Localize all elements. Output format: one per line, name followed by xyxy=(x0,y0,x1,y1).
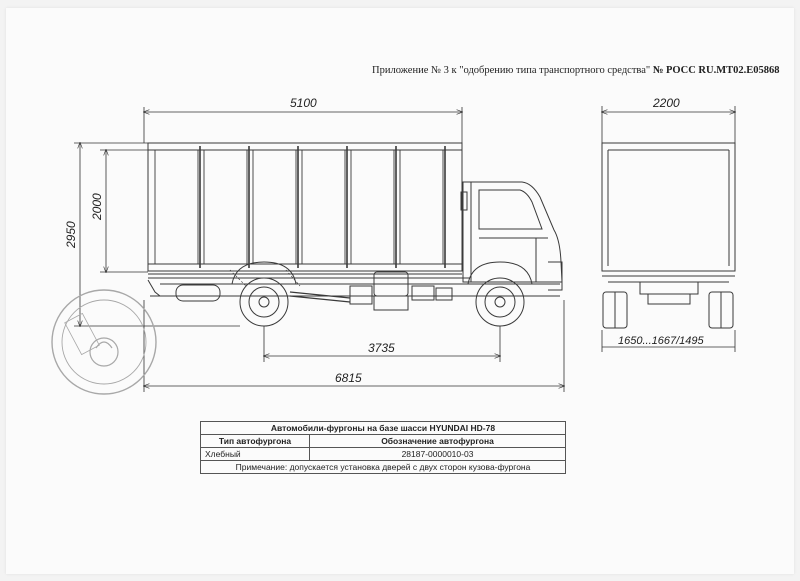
approval-header: Приложение № 3 к "одобрению типа транспо… xyxy=(372,65,780,76)
paper-inner xyxy=(6,8,794,574)
approval-number: № РОСС RU.MT02.E05868 xyxy=(652,65,780,76)
vehicle-spec-table: Автомобили-фургоны на базе шасси HYUNDAI… xyxy=(200,421,566,474)
front-wheel xyxy=(467,261,533,327)
truck-side-view xyxy=(147,142,563,327)
dim-wheelbase: 3735 xyxy=(368,341,395,355)
table-header-type: Тип автофургона xyxy=(200,434,310,448)
table-cell-code: 28187-0000010-03 xyxy=(309,447,566,461)
approval-header-prefix: Приложение № 3 к "одобрению типа транспо… xyxy=(372,65,651,76)
table-header-code: Обозначение автофургона xyxy=(309,434,566,448)
dim-track: 1650...1667/1495 xyxy=(618,335,705,347)
dim-body-height: 2000 xyxy=(90,193,104,221)
dim-total-length: 6815 xyxy=(335,371,362,385)
rear-van-body xyxy=(601,142,736,272)
van-panels xyxy=(154,146,446,268)
dim-width: 2200 xyxy=(652,96,680,110)
table-title: Автомобили-фургоны на базе шасси HYUNDAI… xyxy=(200,421,566,435)
dim-body-length: 5100 xyxy=(290,96,317,110)
round-stamp xyxy=(51,289,157,395)
van-body xyxy=(147,142,463,272)
cab-outline xyxy=(462,181,563,283)
table-cell-type: Хлебный xyxy=(200,447,310,461)
dim-total-height: 2950 xyxy=(64,221,78,249)
table-note: Примечание: допускается установка дверей… xyxy=(200,460,566,474)
truck-rear-view xyxy=(601,142,736,329)
rear-dimensions xyxy=(602,106,735,352)
cab-window xyxy=(478,189,543,230)
rear-wheel xyxy=(231,261,297,327)
side-dimensions xyxy=(74,107,564,392)
